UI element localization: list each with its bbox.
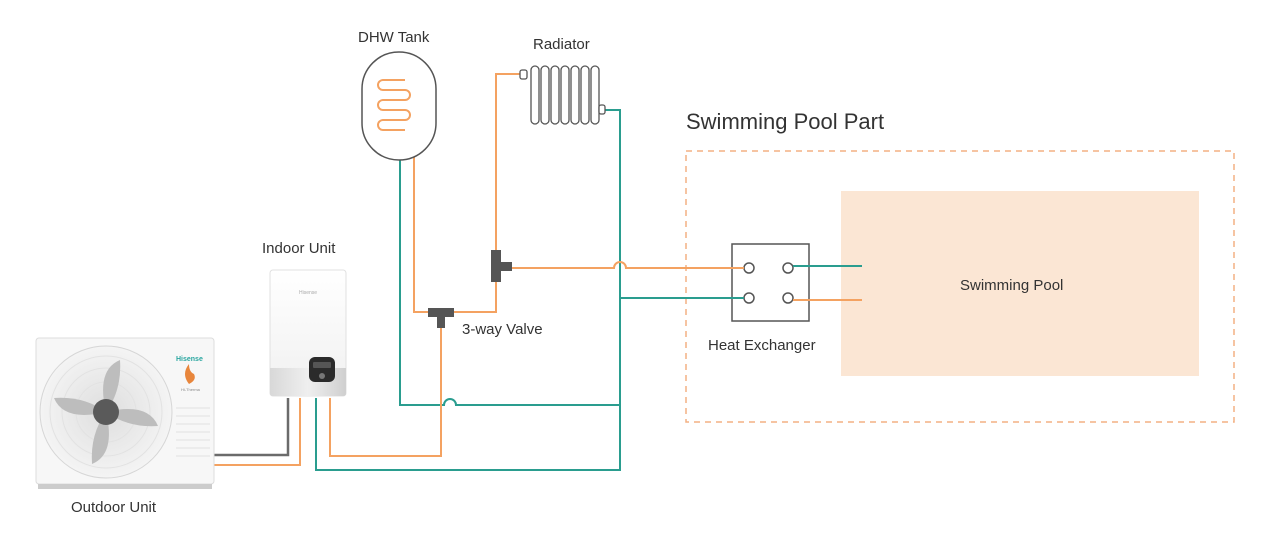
outdoor-sub-brand: Hi-Therma [181,387,200,392]
diverter-valve [491,250,512,282]
outdoor-side-vents [176,407,210,457]
fan-hub [93,399,119,425]
dhw-coil [377,79,411,131]
hx-port-top-left [743,262,755,274]
pool-part-boundary [685,150,1235,423]
return-pipes [315,109,862,471]
three-way-valve-label: 3-way Valve [462,321,543,338]
heat-exchanger [731,243,810,322]
section-title: Swimming Pool Part [686,109,885,134]
outdoor-unit-label: Outdoor Unit [71,499,157,516]
radiator [519,65,606,125]
dhw-tank [361,51,437,161]
flow-pipes [214,73,862,466]
outdoor-brand-logo: Hisense [176,356,203,363]
indoor-unit [269,269,347,397]
hx-port-bottom-right [782,292,794,304]
fan-blades [54,360,158,464]
radiator-label: Radiator [533,36,590,53]
three-way-valve [428,308,454,328]
indoor-brand-logo: Hisense [299,290,318,296]
swimming-pool [841,191,1199,376]
heat-exchanger-label: Heat Exchanger [708,337,816,354]
dhw-tank-label: DHW Tank [358,29,430,46]
refrigerant-pipe [214,398,290,457]
outdoor-unit [35,337,215,489]
indoor-unit-label: Indoor Unit [262,240,336,257]
hx-port-bottom-left [743,292,755,304]
flame-icon [185,364,195,384]
swimming-pool-label: Swimming Pool [960,277,1064,294]
hx-port-top-right [782,262,794,274]
